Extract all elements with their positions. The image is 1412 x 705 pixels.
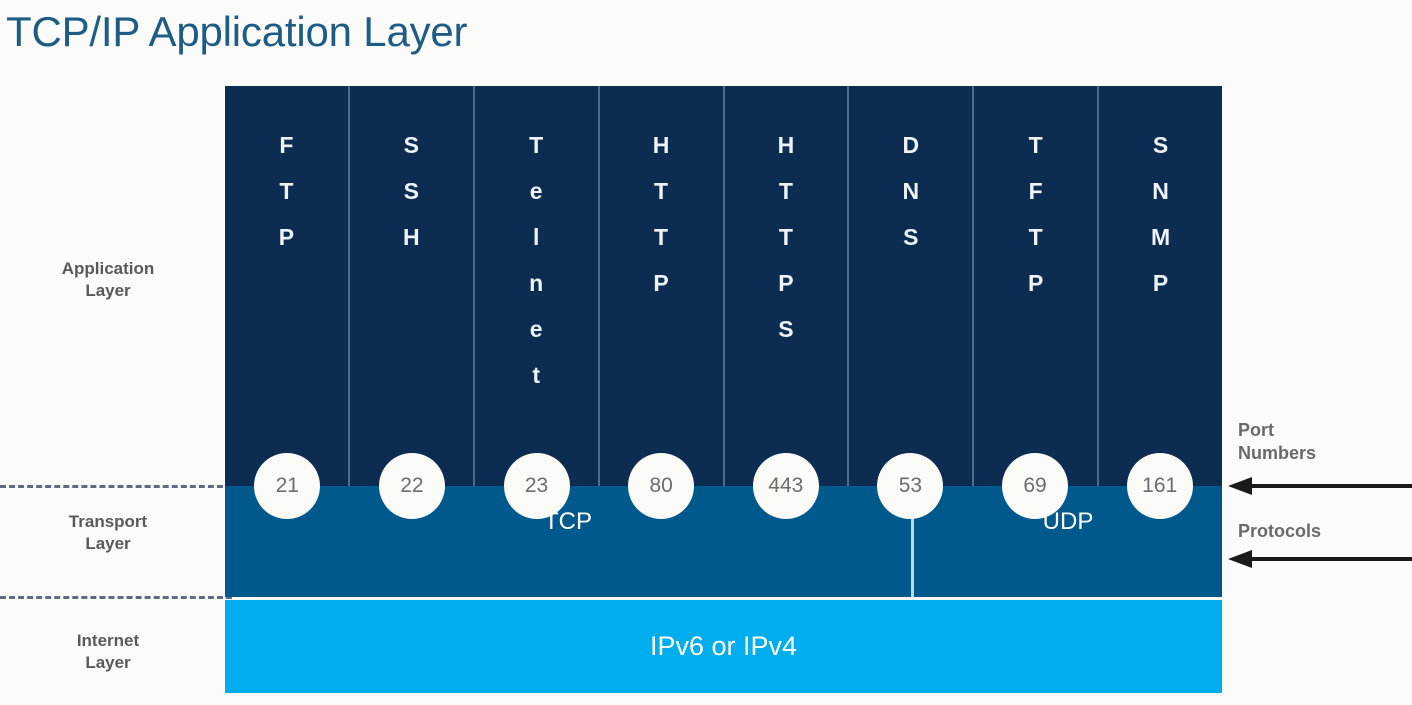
protocol-letter: t [532,362,541,388]
layer-divider-transport-internet [0,596,232,599]
protocol-letter: T [778,178,793,204]
protocol-letter: e [529,178,543,204]
annotation-port-numbers-line1: Port [1238,420,1274,440]
port-slot: 21 [225,452,350,520]
protocol-letter: T [778,224,793,250]
tcp-udp-divider [911,486,914,597]
port-badge-23[interactable]: 23 [503,453,570,519]
protocol-letter: F [1028,178,1043,204]
protocol-letter: D [902,132,920,158]
protocol-letter: P [653,270,669,296]
port-slot: 69 [973,452,1098,520]
annotation-port-numbers-line2: Numbers [1238,443,1317,463]
protocol-letter: T [279,178,294,204]
protocol-letter: P [278,224,295,250]
protocol-letter: S [403,178,419,204]
protocol-letter: H [403,224,420,250]
layer-caption-application-line2: Layer [85,281,131,300]
protocol-letter: T [1028,224,1043,250]
protocol-letter: N [902,178,920,204]
transport-label-tcp: TCP [544,508,592,535]
transport-layer-band [225,486,1222,597]
page-title: TCP/IP Application Layer [6,8,468,55]
port-badge-443[interactable]: 443 [752,453,819,519]
internet-layer-band [225,600,1222,693]
protocol-letter: P [1028,270,1044,296]
protocol-letter: n [529,270,544,296]
port-slot: 22 [350,452,475,520]
protocol-letter: T [654,224,669,250]
port-badge-21[interactable]: 21 [254,453,321,519]
layer-caption-transport-line2: Layer [85,534,131,553]
arrow-left-icon-port-numbers [1228,477,1412,495]
port-badge-161[interactable]: 161 [1126,453,1193,519]
internet-layer-label: IPv6 or IPv4 [649,631,798,661]
port-badge-80[interactable]: 80 [628,453,695,519]
protocol-letter: S [403,132,419,158]
port-badge-22[interactable]: 22 [378,453,445,519]
annotation-protocols: Protocols [1238,520,1321,543]
port-slot: 161 [1097,452,1222,520]
arrow-left-icon-protocols [1228,550,1412,568]
protocol-letter: F [279,132,294,158]
protocol-letter: P [778,270,794,296]
layer-caption-application-line1: Application [61,259,155,278]
layer-caption-internet-line1: Internet [76,631,140,650]
port-badge-69[interactable]: 69 [1002,453,1069,519]
layer-caption-application: Application Layer [8,258,208,302]
protocol-letter: e [529,316,543,342]
layer-caption-internet: Internet Layer [8,630,208,674]
protocol-letter: l [532,224,540,250]
layer-divider-application-transport [0,485,232,488]
port-slot: 443 [724,452,849,520]
layer-caption-transport-line1: Transport [68,512,148,531]
protocol-letter: H [777,132,795,158]
port-slot: 23 [474,452,599,520]
annotation-protocols-label: Protocols [1238,521,1322,541]
annotation-port-numbers: Port Numbers [1238,419,1316,465]
port-number-row: 21 22 23 80 443 53 69 161 [225,452,1222,520]
layer-caption-transport: Transport Layer [8,511,208,555]
port-slot: 80 [599,452,724,520]
protocol-letter: T [654,178,669,204]
port-badge-53[interactable]: 53 [877,453,944,519]
protocol-letter: M [1150,224,1171,250]
port-slot: 53 [848,452,973,520]
protocol-letter: S [1152,132,1169,158]
protocol-letter: P [1152,270,1169,296]
protocol-letter: T [529,132,544,158]
protocol-letter: H [652,132,670,158]
layer-caption-internet-line2: Layer [85,653,131,672]
protocol-letter: N [1152,178,1169,204]
protocol-letter: S [903,224,919,250]
protocol-letter: T [1028,132,1043,158]
protocol-letter: S [778,316,794,342]
